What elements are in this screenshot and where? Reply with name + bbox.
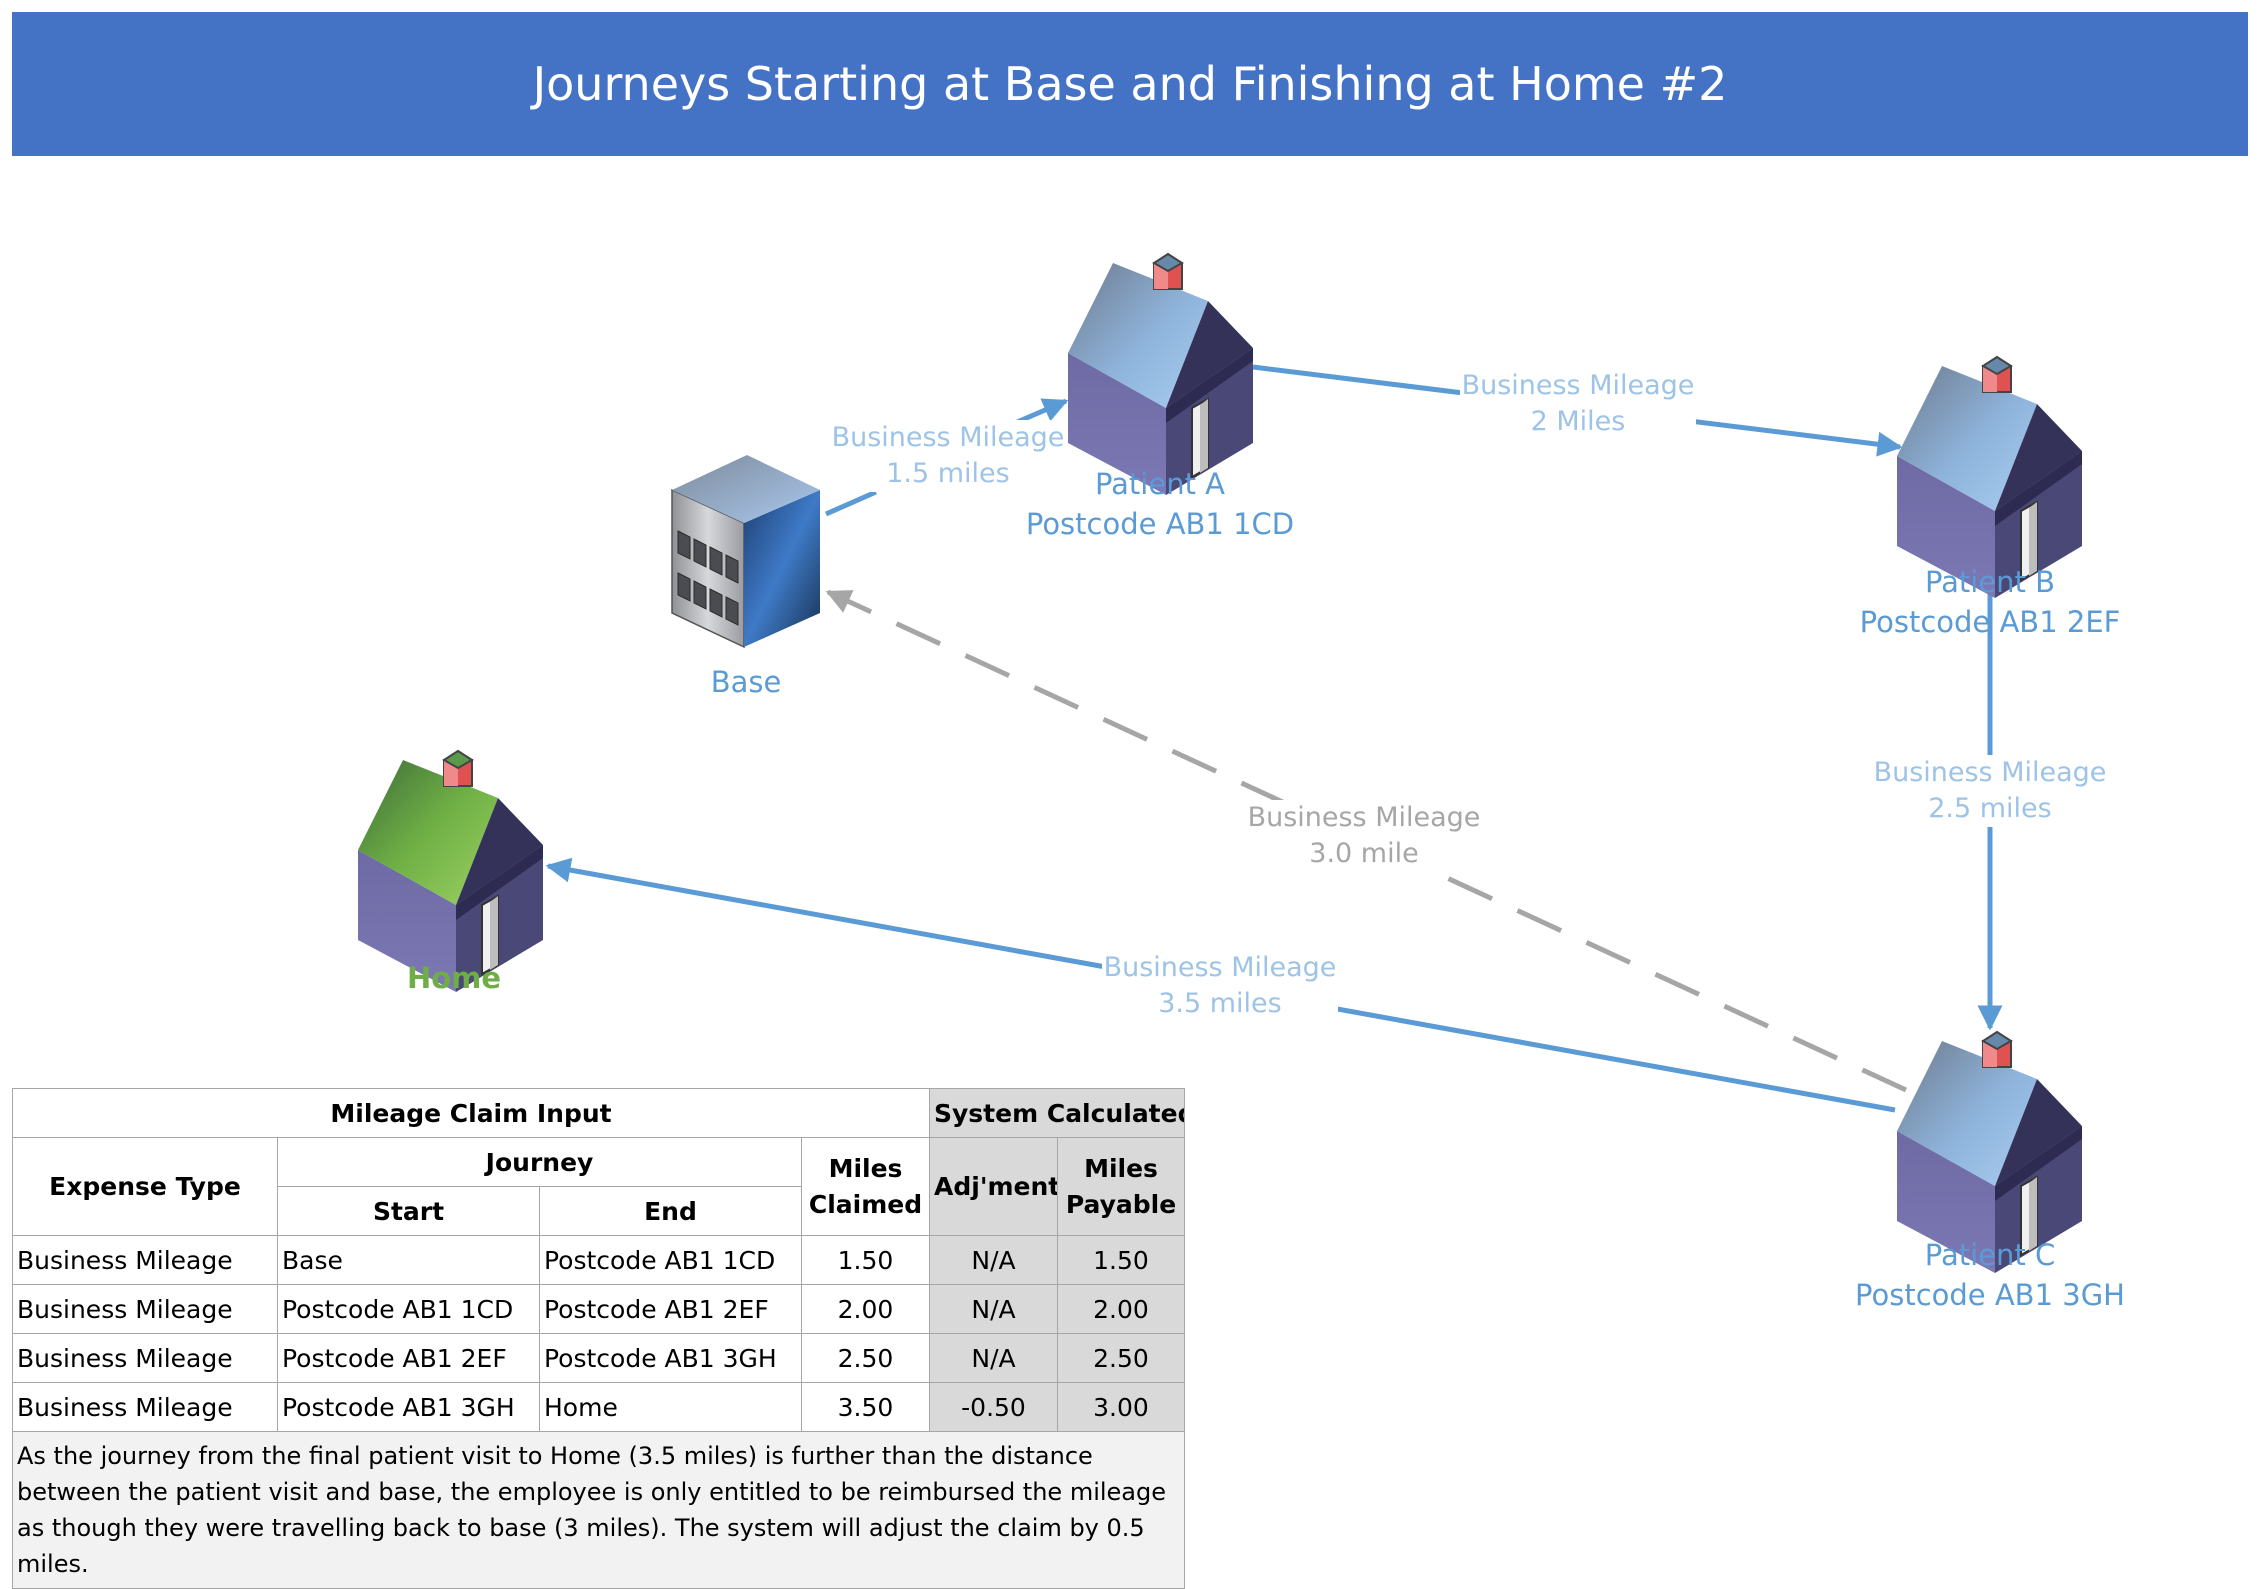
table-note-row: As the journey from the final patient vi… (12, 1431, 1185, 1589)
col-journey: Journey (277, 1137, 802, 1187)
group-input-header: Mileage Claim Input (12, 1088, 930, 1138)
cell-claimed: 2.50 (801, 1333, 930, 1383)
edge-label-c-to-base: Business Mileage 3.0 mile (1246, 800, 1482, 872)
col-end: End (539, 1186, 802, 1236)
cell-start: Base (277, 1235, 540, 1285)
patient-a-name: Patient A (1094, 467, 1226, 501)
edge-label-line2: 1.5 miles (886, 458, 1010, 489)
patient-b-postcode: Postcode AB1 2EF (1859, 605, 2121, 639)
cell-adjustment: -0.50 (929, 1382, 1058, 1432)
table-row: Business Mileage Base Postcode AB1 1CD 1… (12, 1235, 1185, 1285)
cell-claimed: 3.50 (801, 1382, 930, 1432)
edge-label-line2: 3.0 mile (1309, 838, 1419, 869)
col-adjustment: Adj'ment (929, 1137, 1058, 1236)
edge-label-c-to-home: Business Mileage 3.5 miles (1102, 950, 1338, 1022)
col-expense-type: Expense Type (12, 1137, 278, 1236)
table-header-row-1: Expense Type Journey Miles Claimed Adj'm… (12, 1137, 1185, 1236)
col-miles-claimed-line2: Claimed (808, 1189, 923, 1219)
cell-adjustment: N/A (929, 1333, 1058, 1383)
cell-end: Postcode AB1 1CD (539, 1235, 802, 1285)
cell-end: Home (539, 1382, 802, 1432)
house-icon-patient-a (1067, 253, 1254, 496)
node-label-patient-a: Patient A Postcode AB1 1CD (1010, 464, 1310, 544)
title-banner: Journeys Starting at Base and Finishing … (12, 12, 2248, 156)
patient-c-postcode: Postcode AB1 3GH (1855, 1278, 2125, 1312)
cell-payable: 2.50 (1057, 1333, 1185, 1383)
table-group-header-row: Mileage Claim Input System Calculated (12, 1088, 1185, 1138)
base-label: Base (710, 665, 782, 699)
cell-claimed: 1.50 (801, 1235, 930, 1285)
adjustment-note: As the journey from the final patient vi… (12, 1431, 1185, 1589)
cell-start: Postcode AB1 3GH (277, 1382, 540, 1432)
node-label-patient-c: Patient C Postcode AB1 3GH (1840, 1235, 2140, 1315)
cell-adjustment: N/A (929, 1284, 1058, 1334)
edge-label-line1: Business Mileage (1873, 757, 2107, 788)
cell-adjustment: N/A (929, 1235, 1058, 1285)
edge-label-a-to-b: Business Mileage 2 Miles (1460, 368, 1696, 440)
edge-base-to-patient-a-arrow (1014, 398, 1069, 426)
edge-label-line1: Business Mileage (1103, 952, 1337, 983)
edge-patient-c-to-base (825, 589, 1908, 1093)
patient-c-name: Patient C (1924, 1238, 2056, 1272)
node-label-home: Home (394, 958, 514, 998)
cell-end: Postcode AB1 3GH (539, 1333, 802, 1383)
cell-payable: 3.00 (1057, 1382, 1185, 1432)
cell-payable: 2.00 (1057, 1284, 1185, 1334)
office-building-icon (671, 455, 820, 649)
green-roof-house-icon (358, 749, 543, 992)
home-label: Home (406, 961, 502, 995)
page-title: Journeys Starting at Base and Finishing … (532, 57, 1728, 111)
table-row: Business Mileage Postcode AB1 2EF Postco… (12, 1333, 1185, 1383)
col-miles-claimed: Miles Claimed (801, 1137, 930, 1236)
cell-end: Postcode AB1 2EF (539, 1284, 802, 1334)
patient-a-postcode: Postcode AB1 1CD (1025, 507, 1295, 541)
table-row: Business Mileage Postcode AB1 1CD Postco… (12, 1284, 1185, 1334)
edge-base-to-patient-a (824, 489, 878, 517)
edge-label-b-to-c: Business Mileage 2.5 miles (1872, 755, 2108, 827)
edge-label-line1: Business Mileage (831, 422, 1065, 453)
cell-type: Business Mileage (12, 1235, 278, 1285)
group-system-header: System Calculated (929, 1088, 1185, 1138)
cell-claimed: 2.00 (801, 1284, 930, 1334)
cell-payable: 1.50 (1057, 1235, 1185, 1285)
node-label-patient-b: Patient B Postcode AB1 2EF (1840, 562, 2140, 642)
cell-type: Business Mileage (12, 1284, 278, 1334)
edge-label-base-to-a: Business Mileage 1.5 miles (830, 420, 1066, 492)
edge-label-line1: Business Mileage (1461, 370, 1695, 401)
table-row: Business Mileage Postcode AB1 3GH Home 3… (12, 1382, 1185, 1432)
node-label-base: Base (694, 662, 798, 702)
edge-label-line1: Business Mileage (1247, 802, 1481, 833)
cell-start: Postcode AB1 2EF (277, 1333, 540, 1383)
col-miles-payable-line2: Payable (1065, 1189, 1177, 1219)
edge-label-line2: 2.5 miles (1928, 793, 2052, 824)
col-miles-payable-line1: Miles (1084, 1153, 1158, 1183)
cell-type: Business Mileage (12, 1382, 278, 1432)
cell-start: Postcode AB1 1CD (277, 1284, 540, 1334)
cell-type: Business Mileage (12, 1333, 278, 1383)
col-start: Start (277, 1186, 540, 1236)
mileage-claim-table: Mileage Claim Input System Calculated Ex… (12, 1088, 1185, 1589)
edge-label-line2: 3.5 miles (1158, 988, 1282, 1019)
edge-label-line2: 2 Miles (1530, 406, 1626, 437)
col-miles-claimed-line1: Miles (828, 1153, 903, 1183)
patient-b-name: Patient B (1924, 565, 2056, 599)
table-header-row-2: Start End (13, 1186, 1185, 1236)
col-miles-payable: Miles Payable (1057, 1137, 1185, 1236)
